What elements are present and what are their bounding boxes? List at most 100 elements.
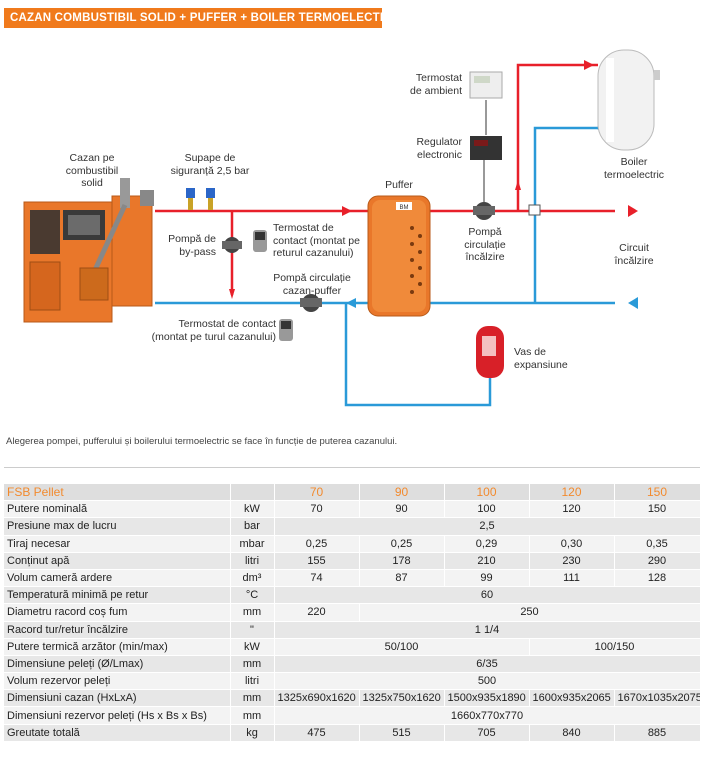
row-label: Conținut apă (4, 552, 231, 570)
row-label: Greutate totală (4, 724, 231, 742)
row-value: 515 (359, 724, 445, 742)
row-label: Dimensiuni cazan (HxLxA) (4, 689, 231, 708)
row-value: 0,35 (614, 535, 701, 553)
row-value: 100 (444, 500, 530, 519)
row-label: Temperatură minimă pe retur (4, 586, 231, 605)
expansion-vessel (476, 326, 504, 378)
heating-schematic: BM (23, 49, 660, 407)
row-value: 1660x770x770 (274, 706, 701, 725)
return-pipes (155, 126, 615, 407)
row-value: 87 (359, 569, 445, 588)
row-value: 1325x750x1620 (359, 689, 445, 708)
row-value: 178 (359, 552, 445, 570)
table-header-cell: 100 (444, 484, 530, 502)
row-unit: °C (230, 586, 275, 605)
row-label: Putere nominală (4, 500, 231, 519)
row-label: Tiraj necesar (4, 535, 231, 553)
row-unit: dm³ (230, 569, 275, 588)
table-row: Racord tur/retur încălzire"1 1/4 (4, 621, 701, 639)
row-value: 128 (614, 569, 701, 588)
row-value: 1 1/4 (274, 621, 701, 639)
row-value: 230 (529, 552, 615, 570)
row-unit: mm (230, 603, 275, 622)
safety-valves (186, 188, 215, 210)
row-unit: litri (230, 672, 275, 691)
label-puffer: Puffer (385, 179, 413, 191)
row-value: 150 (614, 500, 701, 519)
row-value: 220 (274, 603, 360, 622)
row-value: 840 (529, 724, 615, 742)
row-label: Volum rezervor peleți (4, 672, 231, 691)
supply-thermostat (279, 319, 293, 341)
row-value: 0,29 (444, 535, 530, 553)
row-value: 210 (444, 552, 530, 570)
row-label: Racord tur/retur încălzire (4, 621, 231, 639)
row-value: 70 (274, 500, 360, 519)
room-thermostat (469, 71, 503, 99)
row-value: 60 (274, 586, 701, 605)
row-value: 74 (274, 569, 360, 588)
table-header-cell: 70 (274, 484, 360, 502)
solid-fuel-boiler (23, 178, 154, 323)
row-value: 2,5 (274, 517, 701, 536)
table-header-cell: 120 (529, 484, 615, 502)
row-unit: mm (230, 655, 275, 674)
row-value: 6/35 (274, 655, 701, 674)
row-label: Dimensiune peleți (Ø/Lmax) (4, 655, 231, 674)
row-value: 50/100 (274, 638, 530, 656)
table-header-cell: 150 (614, 484, 701, 502)
supply-pipes (155, 63, 615, 295)
label-supply-thermostat: Termostat de contact(montat pe turul caz… (151, 318, 276, 343)
mixing-valve (528, 204, 541, 216)
row-unit: bar (230, 517, 275, 536)
row-unit: mm (230, 706, 275, 725)
row-unit: mbar (230, 535, 275, 553)
row-value: 0,25 (359, 535, 445, 553)
row-unit: " (230, 621, 275, 639)
row-value: 1325x690x1620 (274, 689, 360, 708)
bypass-pump (222, 237, 242, 253)
row-label: Diametru racord coș fum (4, 603, 231, 622)
row-value: 0,25 (274, 535, 360, 553)
return-thermostat (253, 230, 267, 252)
table-header-model: FSB Pellet (4, 484, 231, 502)
electronic-regulator (470, 136, 502, 160)
row-label: Presiune max de lucru (4, 517, 231, 536)
row-value: 500 (274, 672, 701, 691)
row-unit: mm (230, 689, 275, 708)
flow-arrows (229, 60, 638, 309)
row-value: 111 (529, 569, 615, 588)
row-value: 290 (614, 552, 701, 570)
row-value: 100/150 (529, 638, 701, 656)
row-unit: litri (230, 552, 275, 570)
row-value: 885 (614, 724, 701, 742)
row-label: Dimensiuni rezervor peleți (Hs x Bs x Bs… (4, 706, 231, 725)
row-label: Putere termică arzător (min/max) (4, 638, 231, 656)
row-unit: kg (230, 724, 275, 742)
heating-pump (473, 100, 495, 220)
row-value: 1500x935x1890 (444, 689, 530, 708)
row-value: 475 (274, 724, 360, 742)
